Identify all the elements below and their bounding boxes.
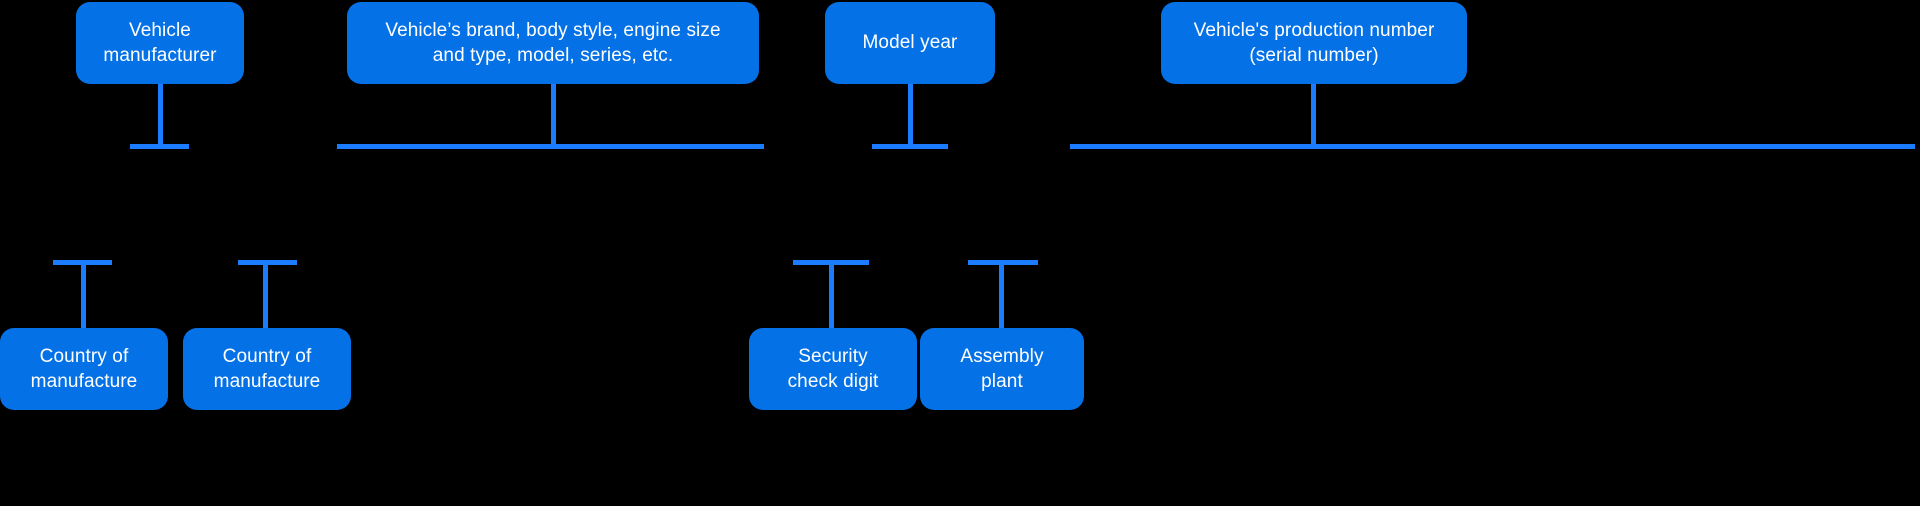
connector-stem-country-of-manufacture-2 xyxy=(263,260,268,330)
connector-bar-production-number xyxy=(1070,144,1915,149)
node-country-of-manufacture-1: Country of manufacture xyxy=(0,328,168,410)
node-security-check-digit-label: Security check digit xyxy=(787,345,879,392)
connector-stem-vehicle-manufacturer xyxy=(158,84,163,148)
node-assembly-plant: Assembly plant xyxy=(920,328,1084,410)
node-country-of-manufacture-2-label: Country of manufacture xyxy=(213,345,321,392)
node-production-number: Vehicle's production number (serial numb… xyxy=(1161,2,1467,84)
node-vehicle-manufacturer-label: Vehicle manufacturer xyxy=(103,19,217,66)
node-vehicle-descriptor: Vehicle’s brand, body style, engine size… xyxy=(347,2,759,84)
connector-stem-vehicle-descriptor xyxy=(551,84,556,148)
node-security-check-digit: Security check digit xyxy=(749,328,917,410)
node-model-year: Model year xyxy=(825,2,995,84)
node-vehicle-manufacturer: Vehicle manufacturer xyxy=(76,2,244,84)
connector-bar-vehicle-manufacturer xyxy=(130,144,189,149)
node-model-year-label: Model year xyxy=(862,32,958,54)
connector-stem-production-number xyxy=(1311,84,1316,148)
node-vehicle-descriptor-label: Vehicle’s brand, body style, engine size… xyxy=(385,19,721,66)
node-production-number-label: Vehicle's production number (serial numb… xyxy=(1193,19,1435,66)
connector-stem-security-check-digit xyxy=(829,260,834,330)
connector-stem-model-year xyxy=(908,84,913,148)
node-country-of-manufacture-1-label: Country of manufacture xyxy=(30,345,138,392)
connector-bar-vehicle-descriptor xyxy=(337,144,764,149)
connector-stem-assembly-plant xyxy=(999,260,1004,330)
node-country-of-manufacture-2: Country of manufacture xyxy=(183,328,351,410)
connector-bar-model-year xyxy=(872,144,948,149)
connector-stem-country-of-manufacture-1 xyxy=(81,260,86,330)
node-assembly-plant-label: Assembly plant xyxy=(960,345,1044,392)
